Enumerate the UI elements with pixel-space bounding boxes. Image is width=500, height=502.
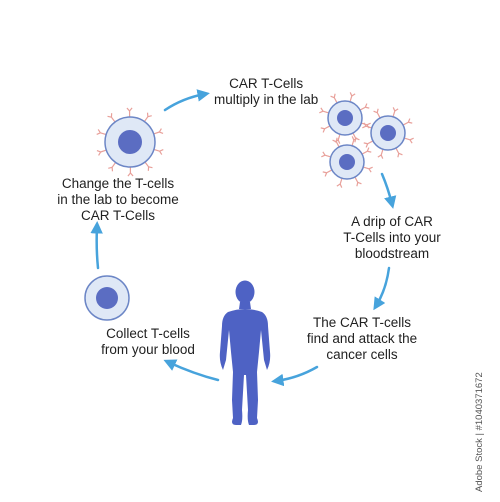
step-line: CAR T-Cells (214, 76, 318, 92)
arrow-to-drip (382, 174, 392, 204)
step-line: The CAR T-cells (298, 315, 426, 331)
step-label-multiply: CAR T-Cells multiply in the lab (214, 76, 318, 108)
arrow-to-attack (376, 268, 389, 306)
t-cell-icon (85, 276, 129, 320)
step-label-drip: A drip of CAR T-Cells into your bloodstr… (338, 214, 446, 262)
stock-watermark: Adobe Stock | #1040371672 (474, 382, 488, 502)
step-line: Collect T-cells (93, 326, 203, 342)
step-line: bloodstream (338, 246, 446, 262)
step-line: T-Cells into your (338, 230, 446, 246)
human-body-icon (220, 281, 270, 426)
car-t-cell-cluster-icon (319, 92, 413, 187)
car-t-cell-small (321, 136, 372, 187)
car-t-cell-icon (97, 108, 164, 176)
step-line: CAR T-Cells (48, 208, 188, 224)
arrow-to-change (97, 226, 98, 268)
arrow-to-body (276, 367, 317, 381)
step-line: A drip of CAR (338, 214, 446, 230)
car-t-cell-large (97, 108, 164, 176)
arrow-to-collect (168, 362, 218, 380)
step-label-change: Change the T-cells in the lab to become … (48, 176, 188, 224)
step-line: cancer cells (298, 347, 426, 363)
arrow-to-multiply (165, 94, 205, 110)
step-line: multiply in the lab (214, 92, 318, 108)
car-t-cell-small (362, 107, 413, 158)
step-line: find and attack the (298, 331, 426, 347)
step-line: in the lab to become (48, 192, 188, 208)
step-label-collect: Collect T-cells from your blood (93, 326, 203, 358)
watermark-text: Adobe Stock | #1040371672 (474, 372, 485, 492)
step-label-attack: The CAR T-cells find and attack the canc… (298, 315, 426, 363)
step-line: Change the T-cells (48, 176, 188, 192)
car-t-cell-small (319, 92, 370, 143)
step-line: from your blood (93, 342, 203, 358)
